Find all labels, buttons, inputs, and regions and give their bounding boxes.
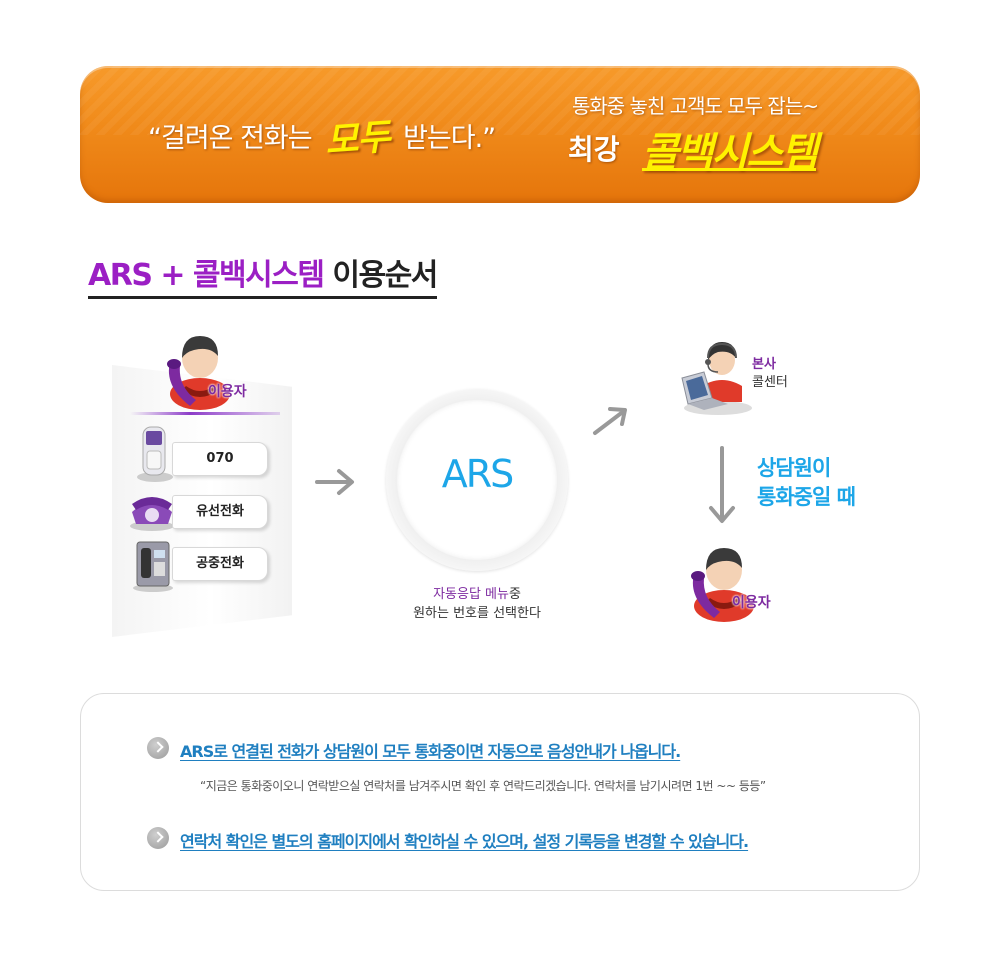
- hq-label-line2: 콜센터: [752, 375, 788, 390]
- ars-desc-rest: 중: [508, 587, 521, 602]
- payphone-icon: [133, 541, 173, 592]
- quote-post: 받는다.”: [403, 123, 496, 154]
- user-label-callback: 이용자: [732, 595, 771, 611]
- desk-phone-icon: [130, 497, 174, 531]
- header-banner: “걸려온 전화는 모두 받는다.” 통화중 놓친 고객도 모두 잡는~ 최강 콜…: [80, 66, 920, 203]
- ars-label: ARS: [441, 452, 515, 496]
- user-avatar-icon: [691, 548, 754, 622]
- option-payphone: 공중전화: [172, 547, 268, 581]
- ars-desc-highlight: 자동응답 메뉴: [433, 587, 509, 602]
- quote-emphasis: 모두: [324, 116, 392, 163]
- user-label: 이용자: [208, 384, 247, 400]
- info-note: “지금은 통화중이오니 연락받으실 연락처를 남겨주시면 확인 후 연락드리겠습…: [200, 779, 766, 793]
- option-landline: 유선전화: [172, 495, 268, 529]
- option-070: 070: [172, 442, 268, 476]
- chevron-bullet-icon: [147, 827, 169, 849]
- info-line-2: 연락처 확인은 별도의 홈페이지에서 확인하실 수 있으며, 설정 기록등을 변…: [180, 832, 749, 851]
- section-title-brand: ARS + 콜백시스템: [88, 258, 325, 293]
- section-title: ARS + 콜백시스템 이용순서: [88, 250, 438, 299]
- arrow-up-right-icon: [593, 407, 627, 435]
- banner-subtitle: 통화중 놓친 고객도 모두 잡는~: [572, 94, 819, 118]
- info-box: [80, 693, 920, 891]
- section-title-rest: 이용순서: [332, 258, 438, 293]
- ars-description-line1: 자동응답 메뉴중: [387, 583, 567, 602]
- quote-pre: “걸려온 전화는: [148, 123, 313, 154]
- banner-quote: “걸려온 전화는 모두 받는다.”: [148, 110, 496, 163]
- chevron-bullet-icon: [147, 737, 169, 759]
- panel-divider: [130, 412, 280, 415]
- busy-label-line2: 통화중일 때: [757, 485, 856, 509]
- hq-label-line1: 본사: [752, 357, 776, 372]
- arrow-down-icon: [709, 446, 735, 523]
- arrow-right-icon: [315, 469, 354, 495]
- busy-label-line1: 상담원이: [757, 456, 831, 480]
- info-line-1: ARS로 연결된 전화가 상담원이 모두 통화중이면 자동으로 음성안내가 나옵…: [180, 742, 681, 761]
- mobile-phone-icon: [137, 426, 173, 482]
- banner-strong-label: 최강: [568, 133, 620, 166]
- user-avatar-icon: [167, 336, 230, 410]
- call-center-agent-icon: [681, 342, 752, 415]
- banner-brand-name: 콜백시스템: [642, 130, 818, 176]
- ars-description-line2: 원하는 번호를 선택한다: [413, 606, 541, 621]
- ars-circle: [397, 400, 557, 560]
